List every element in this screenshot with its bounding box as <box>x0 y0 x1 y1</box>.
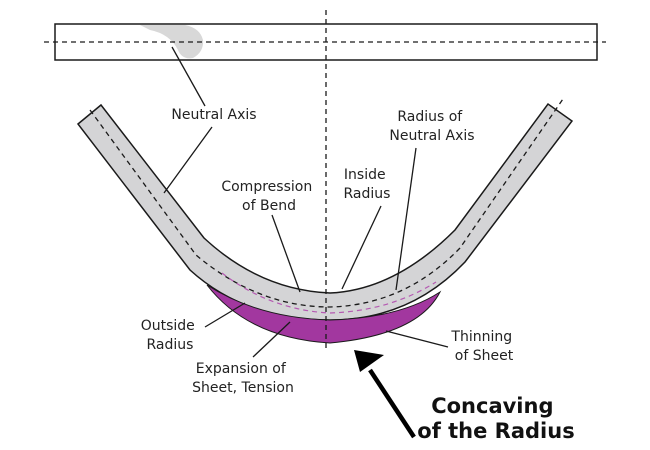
concaving-arrow-shaft <box>368 368 416 439</box>
leader-thinning <box>385 330 449 348</box>
leader-compression <box>271 214 301 293</box>
tension-zone <box>206 284 442 344</box>
label-concaving-of-the-radius: Concaving of the Radius <box>417 394 574 443</box>
sheet-smudge <box>140 25 204 59</box>
label-outside-radius: Outside Radius <box>141 318 200 353</box>
leader-neutral-axis-top <box>171 46 206 107</box>
leader-inside-radius <box>341 205 382 290</box>
bent-sheet <box>76 102 574 321</box>
leader-expansion <box>252 321 291 358</box>
leader-radius-neutral-axis <box>395 147 417 291</box>
label-expansion-of-sheet: Expansion of Sheet, Tension <box>192 361 294 396</box>
label-radius-neutral-axis: Radius of Neutral Axis <box>389 109 474 144</box>
leader-neutral-axis-bend <box>163 126 213 194</box>
label-thinning-of-sheet: Thinning of Sheet <box>450 329 516 364</box>
label-inside-radius: Inside Radius <box>344 167 391 202</box>
label-neutral-axis: Neutral Axis <box>171 107 256 123</box>
label-compression-of-bend: Compression of Bend <box>221 179 316 214</box>
bent-neutral-axis <box>89 98 564 308</box>
concaving-arrow-head <box>354 350 384 372</box>
leader-outside-radius <box>204 302 246 328</box>
